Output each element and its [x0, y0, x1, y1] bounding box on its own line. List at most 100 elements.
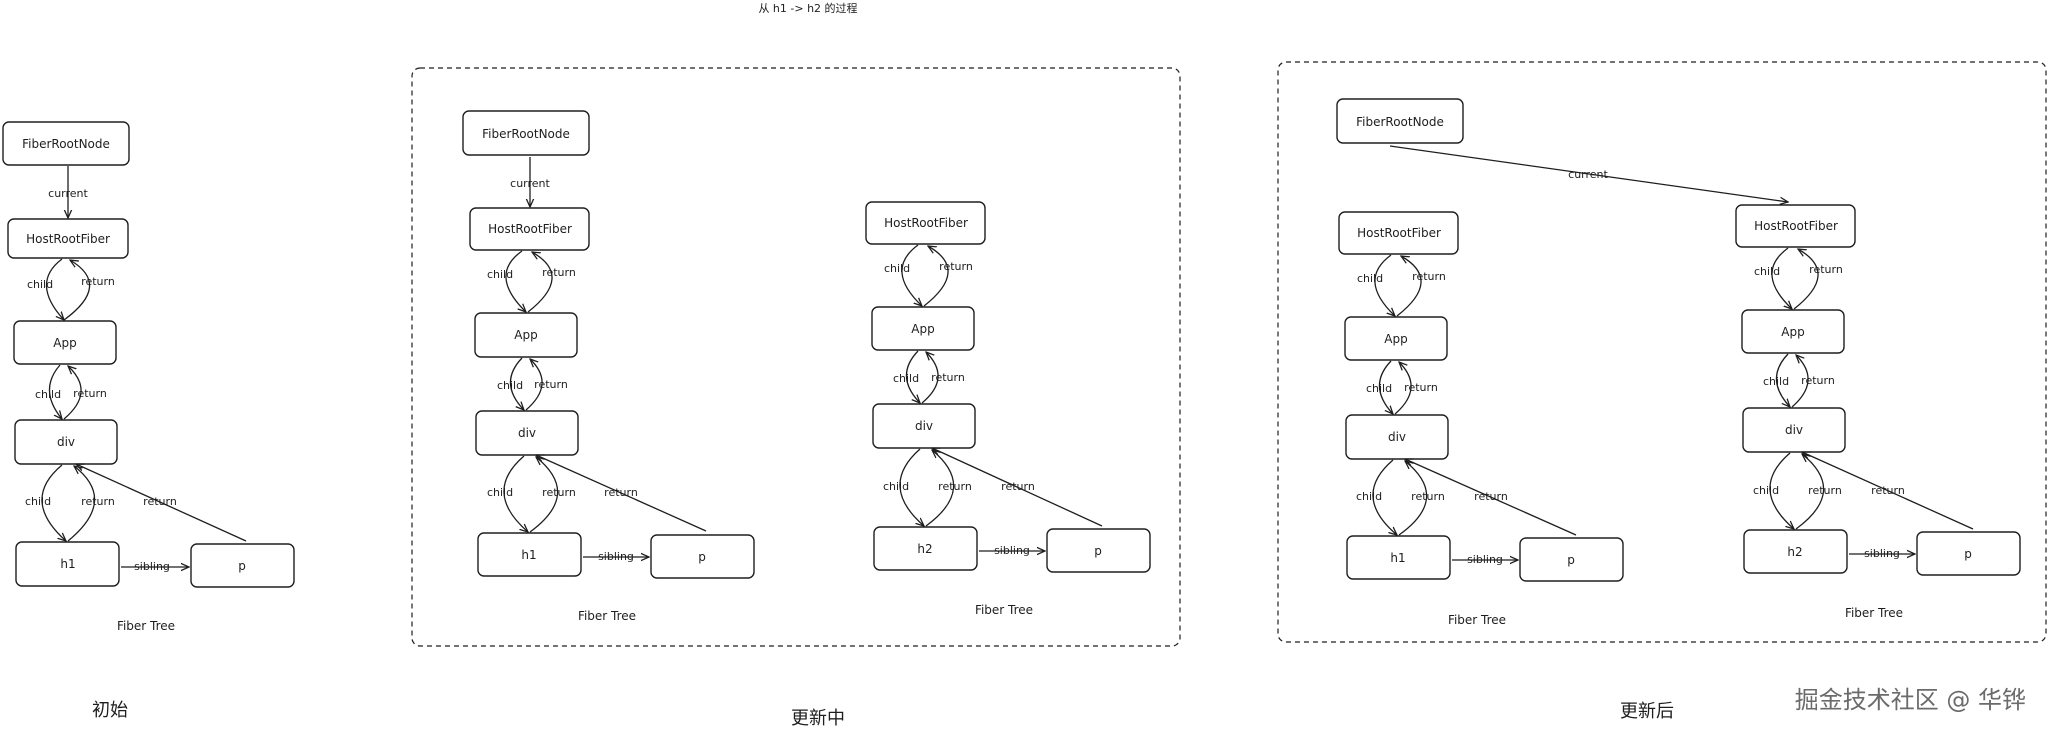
fiber-tree-caption: Fiber Tree — [578, 609, 636, 623]
edge-return — [1791, 355, 1809, 408]
edge-return-label: return — [1871, 484, 1905, 497]
node-app — [1741, 309, 1845, 354]
edge-return — [529, 457, 559, 533]
edge-return-label: return — [939, 260, 973, 273]
edge-child-label: child — [1366, 382, 1392, 395]
node-fiber-root — [462, 110, 590, 156]
edge-return — [525, 359, 543, 411]
edge-return — [76, 464, 247, 542]
node-h1 — [1346, 535, 1451, 580]
edge-child — [1372, 459, 1397, 535]
node-app — [13, 320, 117, 365]
node-h2-label: h2 — [1787, 545, 1802, 559]
node-host-root-fiber-label: HostRootFiber — [26, 232, 110, 246]
node-app-label: App — [1781, 325, 1804, 339]
edge-return — [1396, 256, 1422, 317]
node-app-label: App — [514, 328, 537, 342]
panel-updating: FiberRootNode current HostRootFiber chil… — [462, 110, 1151, 729]
edge-return-label: return — [542, 266, 576, 279]
watermark: 掘金技术社区 @ 华铧 — [1795, 686, 2026, 714]
edge-return — [1802, 452, 1974, 530]
edge-child-label: child — [1763, 375, 1789, 388]
node-fiber-root-label: FiberRootNode — [482, 127, 570, 141]
edge-sibling-label: sibling — [1864, 547, 1900, 560]
edge-return — [527, 252, 553, 313]
edge-return-label: return — [604, 486, 638, 499]
node-app-label: App — [1384, 332, 1407, 346]
edge-child — [45, 258, 64, 320]
edge-child — [505, 250, 526, 312]
node-p-label: p — [1094, 544, 1102, 558]
edge-return — [1793, 249, 1819, 310]
edge-child — [1374, 254, 1395, 316]
edge-return-label: return — [542, 486, 576, 499]
node-app — [474, 312, 578, 358]
edge-child — [1775, 353, 1790, 407]
node-div — [1742, 407, 1846, 453]
fiber-tree-caption: Fiber Tree — [975, 603, 1033, 617]
diagram-title: 从 h1 -> h2 的过程 — [758, 1, 857, 15]
edge-return-label: return — [534, 378, 568, 391]
node-p — [1519, 537, 1624, 582]
edge-child — [48, 364, 62, 419]
node-h1 — [477, 532, 582, 577]
node-host-root-fiber — [7, 218, 129, 259]
edge-return-label: return — [143, 495, 177, 508]
node-p — [650, 534, 755, 579]
edge-return — [1405, 459, 1577, 536]
edge-child — [901, 244, 922, 306]
node-h1 — [15, 541, 120, 587]
node-app — [1344, 316, 1448, 361]
node-div — [872, 403, 976, 449]
edge-return — [536, 455, 707, 532]
edge-child-label: child — [1754, 265, 1780, 278]
panel-updating-frame — [411, 67, 1181, 647]
node-div-label: div — [915, 419, 933, 433]
node-p-label: p — [698, 550, 706, 564]
node-p-label: p — [1964, 547, 1972, 561]
edge-return-label: return — [1801, 374, 1835, 387]
edge-child — [1378, 360, 1393, 414]
edge-return-label: return — [1412, 270, 1446, 283]
edge-return — [1795, 454, 1825, 530]
edge-sibling-label: sibling — [598, 550, 634, 563]
edge-child-label: child — [1753, 484, 1779, 497]
edge-return-label: return — [1808, 484, 1842, 497]
edge-return-label: return — [1404, 381, 1438, 394]
edge-child-label: child — [893, 372, 919, 385]
panel-initial-label: 初始 — [92, 700, 128, 721]
node-div-label: div — [518, 426, 536, 440]
panel-after-label: 更新后 — [1620, 701, 1674, 722]
edge-sibling-label: sibling — [994, 544, 1030, 557]
edge-return-label: return — [81, 495, 115, 508]
edge-return-label: return — [938, 480, 972, 493]
node-div — [14, 419, 118, 465]
edge-sibling-label: sibling — [1467, 553, 1503, 566]
node-h2-label: h2 — [917, 542, 932, 556]
edge-sibling-label: sibling — [134, 560, 170, 573]
edge-child-label: child — [1357, 272, 1383, 285]
edge-child-label: child — [883, 480, 909, 493]
node-host-root-fiber — [865, 201, 986, 245]
node-host-root-fiber — [1338, 211, 1459, 255]
node-fiber-root — [1336, 98, 1464, 144]
node-fiber-root — [2, 121, 130, 166]
node-host-root-fiber-label: HostRootFiber — [1357, 226, 1441, 240]
panel-updating-label: 更新中 — [791, 708, 845, 729]
node-host-root-fiber-label: HostRootFiber — [884, 216, 968, 230]
edge-return — [67, 466, 96, 542]
panel-after: FiberRootNode current HostRootFiber chil… — [1336, 98, 2021, 722]
edge-return-label: return — [81, 275, 115, 288]
edge-child — [1769, 452, 1794, 529]
edge-return — [63, 366, 82, 420]
edge-return — [923, 246, 949, 307]
panel-after-frame — [1277, 61, 2047, 643]
fiber-tree-caption: Fiber Tree — [1448, 613, 1506, 627]
node-fiber-root-label: FiberRootNode — [1356, 115, 1444, 129]
node-p — [1916, 531, 2021, 576]
node-app-label: App — [911, 322, 934, 336]
edge-child — [899, 448, 924, 526]
node-div-label: div — [1785, 423, 1803, 437]
edge-child — [41, 464, 66, 541]
